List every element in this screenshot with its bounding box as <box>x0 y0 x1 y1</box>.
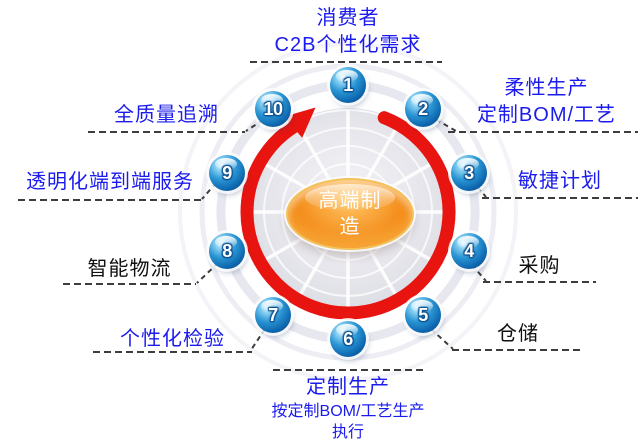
label-underlines <box>18 61 638 371</box>
label-consumer: 消费者 C2B个性化需求 <box>274 7 422 56</box>
label-personalized-inspection: 个性化检验 <box>120 328 225 350</box>
node-sphere-5: 5 <box>405 297 441 333</box>
label-procurement: 采购 <box>518 255 561 277</box>
label-smart-logistics: 智能物流 <box>87 258 172 280</box>
node-sphere-10: 10 <box>255 91 291 127</box>
node-sphere-6: 6 <box>330 321 366 357</box>
node-sphere-9: 9 <box>209 155 245 191</box>
node-sphere-4: 4 <box>451 233 487 269</box>
node-sphere-2: 2 <box>405 91 441 127</box>
label-warehouse: 仓储 <box>497 323 539 345</box>
outer-ring-faint <box>178 42 518 382</box>
label-quality-trace: 全质量追溯 <box>114 104 219 126</box>
outer-ring <box>199 63 497 361</box>
node-sphere-1: 1 <box>330 67 366 103</box>
node-sphere-8: 8 <box>209 233 245 269</box>
center-label: 高端制造 <box>318 190 382 238</box>
label-agile-planning: 敏捷计划 <box>518 170 602 192</box>
connector-node7 <box>250 328 266 351</box>
label-flexible-production: 柔性生产 定制BOM/工艺 <box>476 77 617 126</box>
connector-node8 <box>196 262 219 284</box>
label-transparent-service: 透明化端到端服务 <box>26 171 194 193</box>
connector-node5 <box>430 328 454 350</box>
node-sphere-7: 7 <box>255 297 291 333</box>
node-sphere-3: 3 <box>451 155 487 191</box>
cycle-arrow-icon <box>240 107 456 320</box>
label-custom-production: 定制生产 按定制BOM/工艺生产 执行 <box>271 376 425 441</box>
center-node: 高端制造 <box>286 178 414 250</box>
